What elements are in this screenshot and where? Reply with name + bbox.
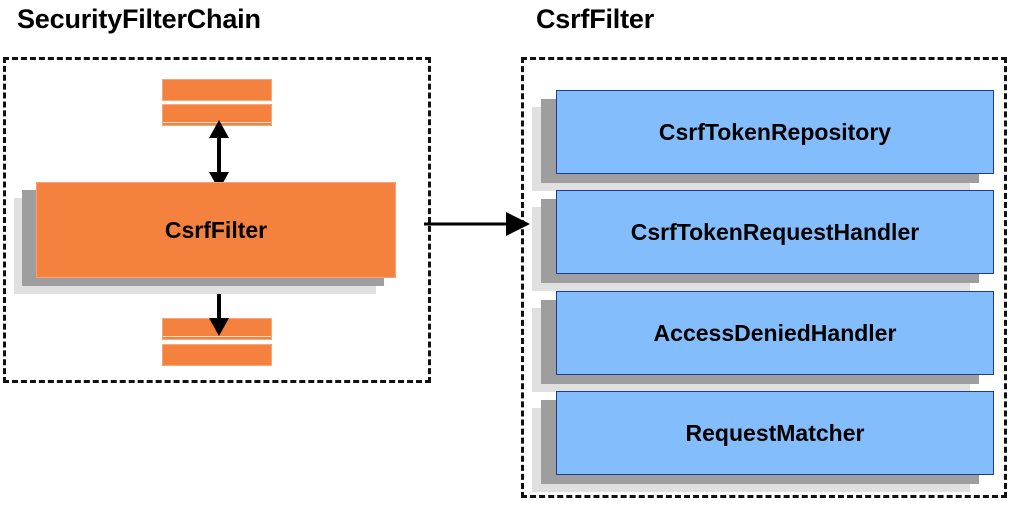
page-title-security-filter-chain: SecurityFilterChain [17,4,261,34]
arrow-up-icon [209,120,229,190]
collaborator-box-csrf-token-repository: CsrfTokenRepository [532,90,994,191]
csrf-filter-label: CsrfFilter [36,182,396,278]
csrf-filter-panel [521,57,1007,498]
collaborator-box-access-denied-handler: AccessDeniedHandler [532,291,994,392]
collaborator-label: CsrfTokenRepository [556,90,994,174]
csrf-filter-block: CsrfFilter [14,182,396,294]
filter-bar-above-1 [162,79,272,101]
collaborator-label: RequestMatcher [556,391,994,475]
security-filter-chain-panel [3,57,431,383]
page-title-csrf-filter: CsrfFilter [536,4,655,34]
collaborator-box-csrf-token-request-handler: CsrfTokenRequestHandler [532,190,994,291]
arrow-right-icon [424,212,530,236]
collaborator-label: AccessDeniedHandler [556,291,994,375]
filter-bar-below-2 [162,344,272,366]
collaborator-box-request-matcher: RequestMatcher [532,391,994,492]
collaborator-label: CsrfTokenRequestHandler [556,190,994,274]
